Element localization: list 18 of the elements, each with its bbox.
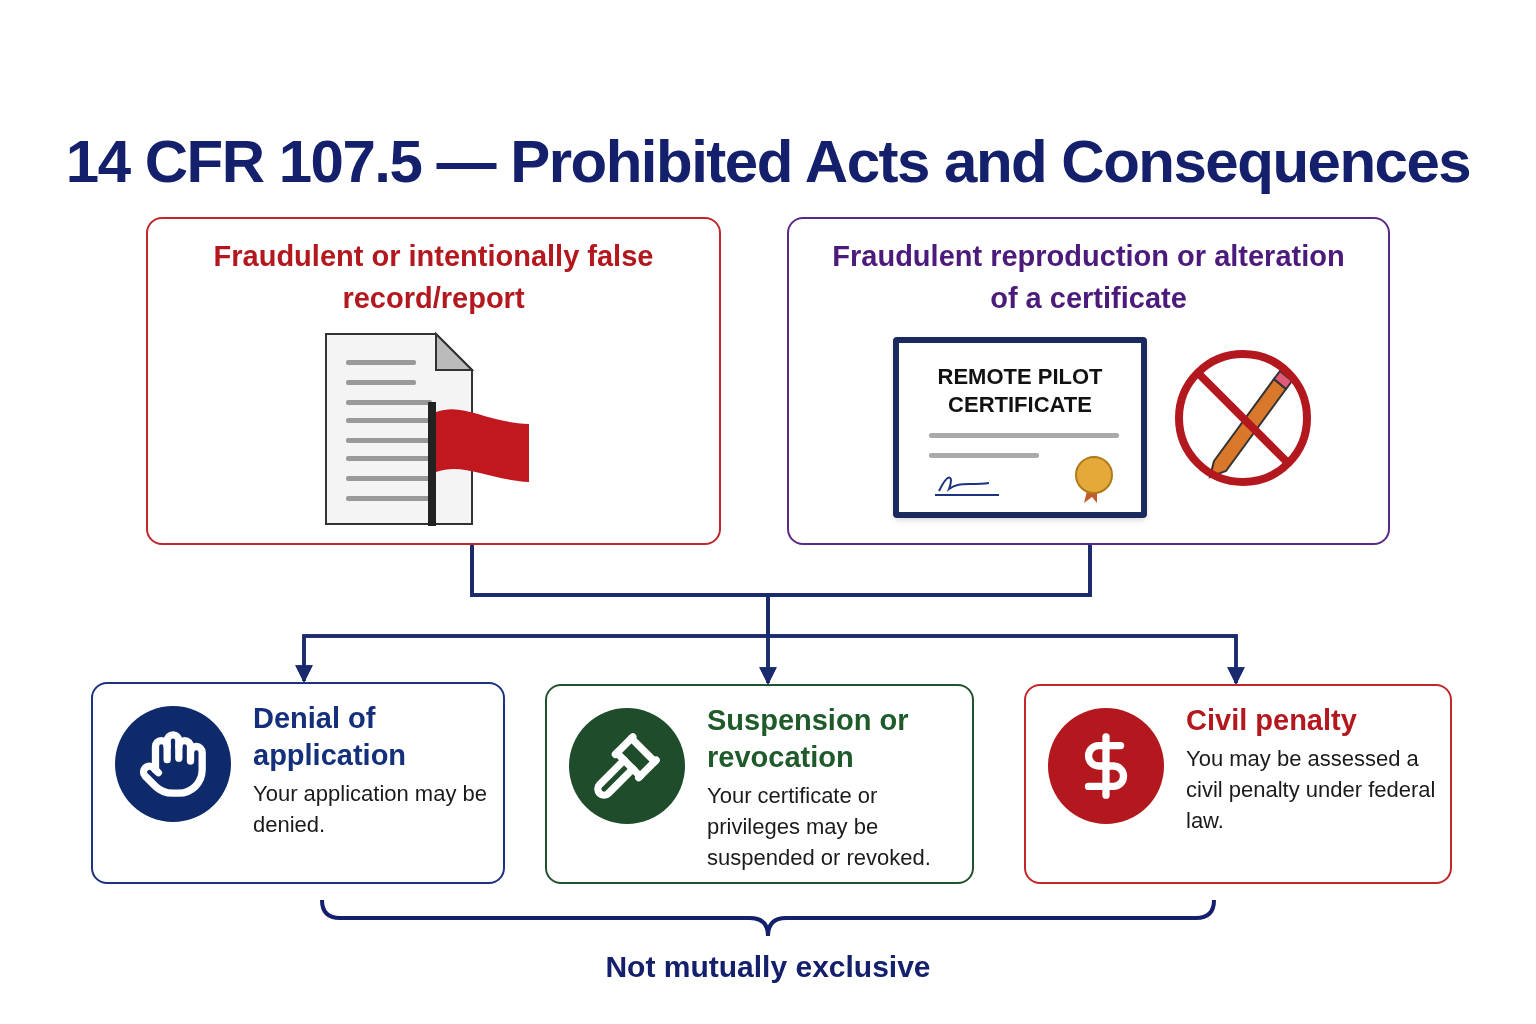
title: 14 CFR 107.5 — Prohibited Acts and Consequences — [64, 127, 1472, 197]
certificate-title: REMOTE PILOT CERTIFICATE — [936, 363, 1104, 419]
consequence-card — [1024, 684, 1452, 884]
card-description: Your application may be denied. — [253, 780, 488, 839]
card-heading: Suspension or revocation — [707, 703, 910, 775]
connector-arrow — [766, 545, 1245, 685]
card-heading: Fraudulent or intentionally false record/report — [212, 239, 655, 316]
bracket-label: Not mutually exclusive — [604, 949, 932, 985]
consequence-card — [91, 682, 505, 884]
card-heading: Denial of application — [253, 701, 408, 773]
card-heading: Fraudulent reproduction or alteration of a certificate — [831, 239, 1346, 316]
prohibited-act-card — [146, 217, 721, 545]
card-heading: Civil penalty — [1186, 703, 1358, 738]
card-description: You may be assessed a civil penalty under federal law. — [1186, 745, 1437, 835]
certificate-card — [893, 337, 1147, 518]
consequence-card — [545, 684, 974, 884]
card-description: Your certificate or privileges may be suspended or revoked. — [707, 782, 932, 872]
prohibited-act-card — [787, 217, 1390, 545]
